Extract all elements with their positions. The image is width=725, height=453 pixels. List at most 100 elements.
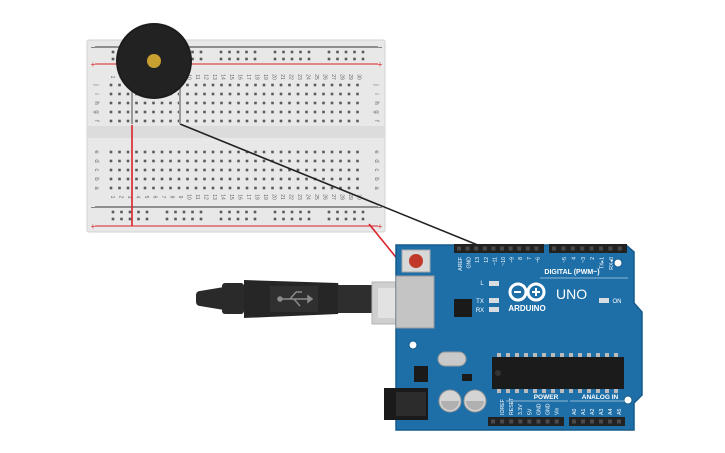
rail-hole[interactable] [327, 50, 331, 54]
breadboard-hole[interactable] [279, 110, 283, 114]
breadboard-hole[interactable] [305, 177, 308, 181]
breadboard-hole[interactable] [245, 110, 249, 114]
rail-hole[interactable] [174, 210, 177, 214]
breadboard-hole[interactable] [203, 101, 206, 105]
breadboard-hole[interactable] [220, 83, 223, 87]
breadboard-hole[interactable] [305, 110, 308, 114]
breadboard-hole[interactable] [203, 119, 206, 123]
breadboard-hole[interactable] [203, 159, 206, 163]
breadboard-hole[interactable] [339, 92, 342, 96]
breadboard-hole[interactable] [330, 177, 334, 181]
breadboard-hole[interactable] [237, 168, 240, 172]
breadboard-hole[interactable] [305, 186, 308, 190]
breadboard-hole[interactable] [220, 168, 223, 172]
breadboard-hole[interactable] [211, 159, 215, 163]
breadboard-hole[interactable] [322, 110, 325, 114]
breadboard-hole[interactable] [160, 101, 164, 105]
breadboard-hole[interactable] [305, 101, 308, 105]
breadboard-hole[interactable] [262, 83, 266, 87]
breadboard-hole[interactable] [279, 159, 283, 163]
rail-hole[interactable] [228, 210, 231, 214]
breadboard-hole[interactable] [237, 83, 240, 87]
rail-hole[interactable] [299, 217, 302, 221]
rail-hole[interactable] [236, 50, 240, 54]
breadboard-hole[interactable] [109, 150, 113, 154]
breadboard-hole[interactable] [356, 83, 359, 87]
breadboard-hole[interactable] [160, 159, 164, 163]
breadboard-hole[interactable] [237, 186, 240, 190]
breadboard-hole[interactable] [356, 150, 359, 154]
breadboard-hole[interactable] [288, 92, 291, 96]
header-pin[interactable] [561, 246, 566, 251]
header-pin[interactable] [527, 419, 532, 424]
header-pin[interactable] [552, 246, 556, 251]
breadboard-hole[interactable] [288, 159, 291, 163]
rail-hole[interactable] [137, 210, 140, 214]
breadboard-hole[interactable] [322, 92, 325, 96]
header-pin[interactable] [572, 419, 576, 424]
header-pin[interactable] [554, 419, 559, 424]
rail-hole[interactable] [327, 210, 331, 214]
breadboard-hole[interactable] [186, 92, 189, 96]
breadboard-hole[interactable] [237, 119, 240, 123]
rail-hole[interactable] [361, 50, 365, 54]
breadboard-hole[interactable] [296, 119, 300, 123]
breadboard-hole[interactable] [254, 110, 257, 114]
breadboard-hole[interactable] [160, 177, 164, 181]
breadboard-hole[interactable] [245, 101, 249, 105]
header-pin[interactable] [570, 246, 575, 251]
breadboard-hole[interactable] [152, 159, 155, 163]
rail-hole[interactable] [273, 210, 277, 214]
breadboard-hole[interactable] [330, 110, 334, 114]
breadboard-hole[interactable] [262, 110, 266, 114]
breadboard-hole[interactable] [356, 186, 359, 190]
header-pin[interactable] [482, 246, 487, 251]
breadboard-hole[interactable] [109, 92, 113, 96]
breadboard-hole[interactable] [160, 119, 164, 123]
rail-hole[interactable] [199, 57, 203, 61]
rail-hole[interactable] [336, 50, 339, 54]
breadboard-hole[interactable] [271, 83, 274, 87]
header-pin[interactable] [500, 246, 504, 251]
breadboard-hole[interactable] [313, 119, 317, 123]
breadboard-hole[interactable] [211, 150, 215, 154]
rail-hole[interactable] [273, 50, 277, 54]
rail-hole[interactable] [219, 217, 223, 221]
breadboard-hole[interactable] [330, 101, 334, 105]
breadboard-hole[interactable] [262, 168, 266, 172]
breadboard-hole[interactable] [160, 168, 164, 172]
rail-hole[interactable] [191, 57, 194, 61]
breadboard-hole[interactable] [211, 83, 215, 87]
breadboard-hole[interactable] [347, 159, 351, 163]
breadboard-hole[interactable] [271, 177, 274, 181]
breadboard-hole[interactable] [220, 177, 223, 181]
breadboard-hole[interactable] [211, 186, 215, 190]
rail-hole[interactable] [361, 217, 365, 221]
breadboard-hole[interactable] [152, 150, 155, 154]
breadboard-hole[interactable] [279, 186, 283, 190]
breadboard-hole[interactable] [169, 168, 172, 172]
rail-hole[interactable] [273, 217, 277, 221]
breadboard-hole[interactable] [194, 110, 198, 114]
breadboard-hole[interactable] [322, 101, 325, 105]
header-pin[interactable] [509, 419, 514, 424]
breadboard-hole[interactable] [220, 92, 223, 96]
breadboard-hole[interactable] [322, 177, 325, 181]
breadboard-hole[interactable] [228, 101, 232, 105]
breadboard-hole[interactable] [322, 186, 325, 190]
breadboard-hole[interactable] [279, 119, 283, 123]
header-pin[interactable] [525, 246, 530, 251]
header-pin[interactable] [465, 246, 470, 251]
breadboard-hole[interactable] [254, 119, 257, 123]
rail-hole[interactable] [228, 57, 231, 61]
rail-hole[interactable] [282, 57, 285, 61]
breadboard-hole[interactable] [262, 177, 266, 181]
breadboard-hole[interactable] [296, 110, 300, 114]
breadboard-hole[interactable] [160, 150, 164, 154]
breadboard-hole[interactable] [339, 101, 342, 105]
breadboard-hole[interactable] [194, 119, 198, 123]
breadboard-hole[interactable] [313, 83, 317, 87]
rail-hole[interactable] [282, 210, 285, 214]
breadboard-hole[interactable] [228, 168, 232, 172]
breadboard-hole[interactable] [347, 177, 351, 181]
